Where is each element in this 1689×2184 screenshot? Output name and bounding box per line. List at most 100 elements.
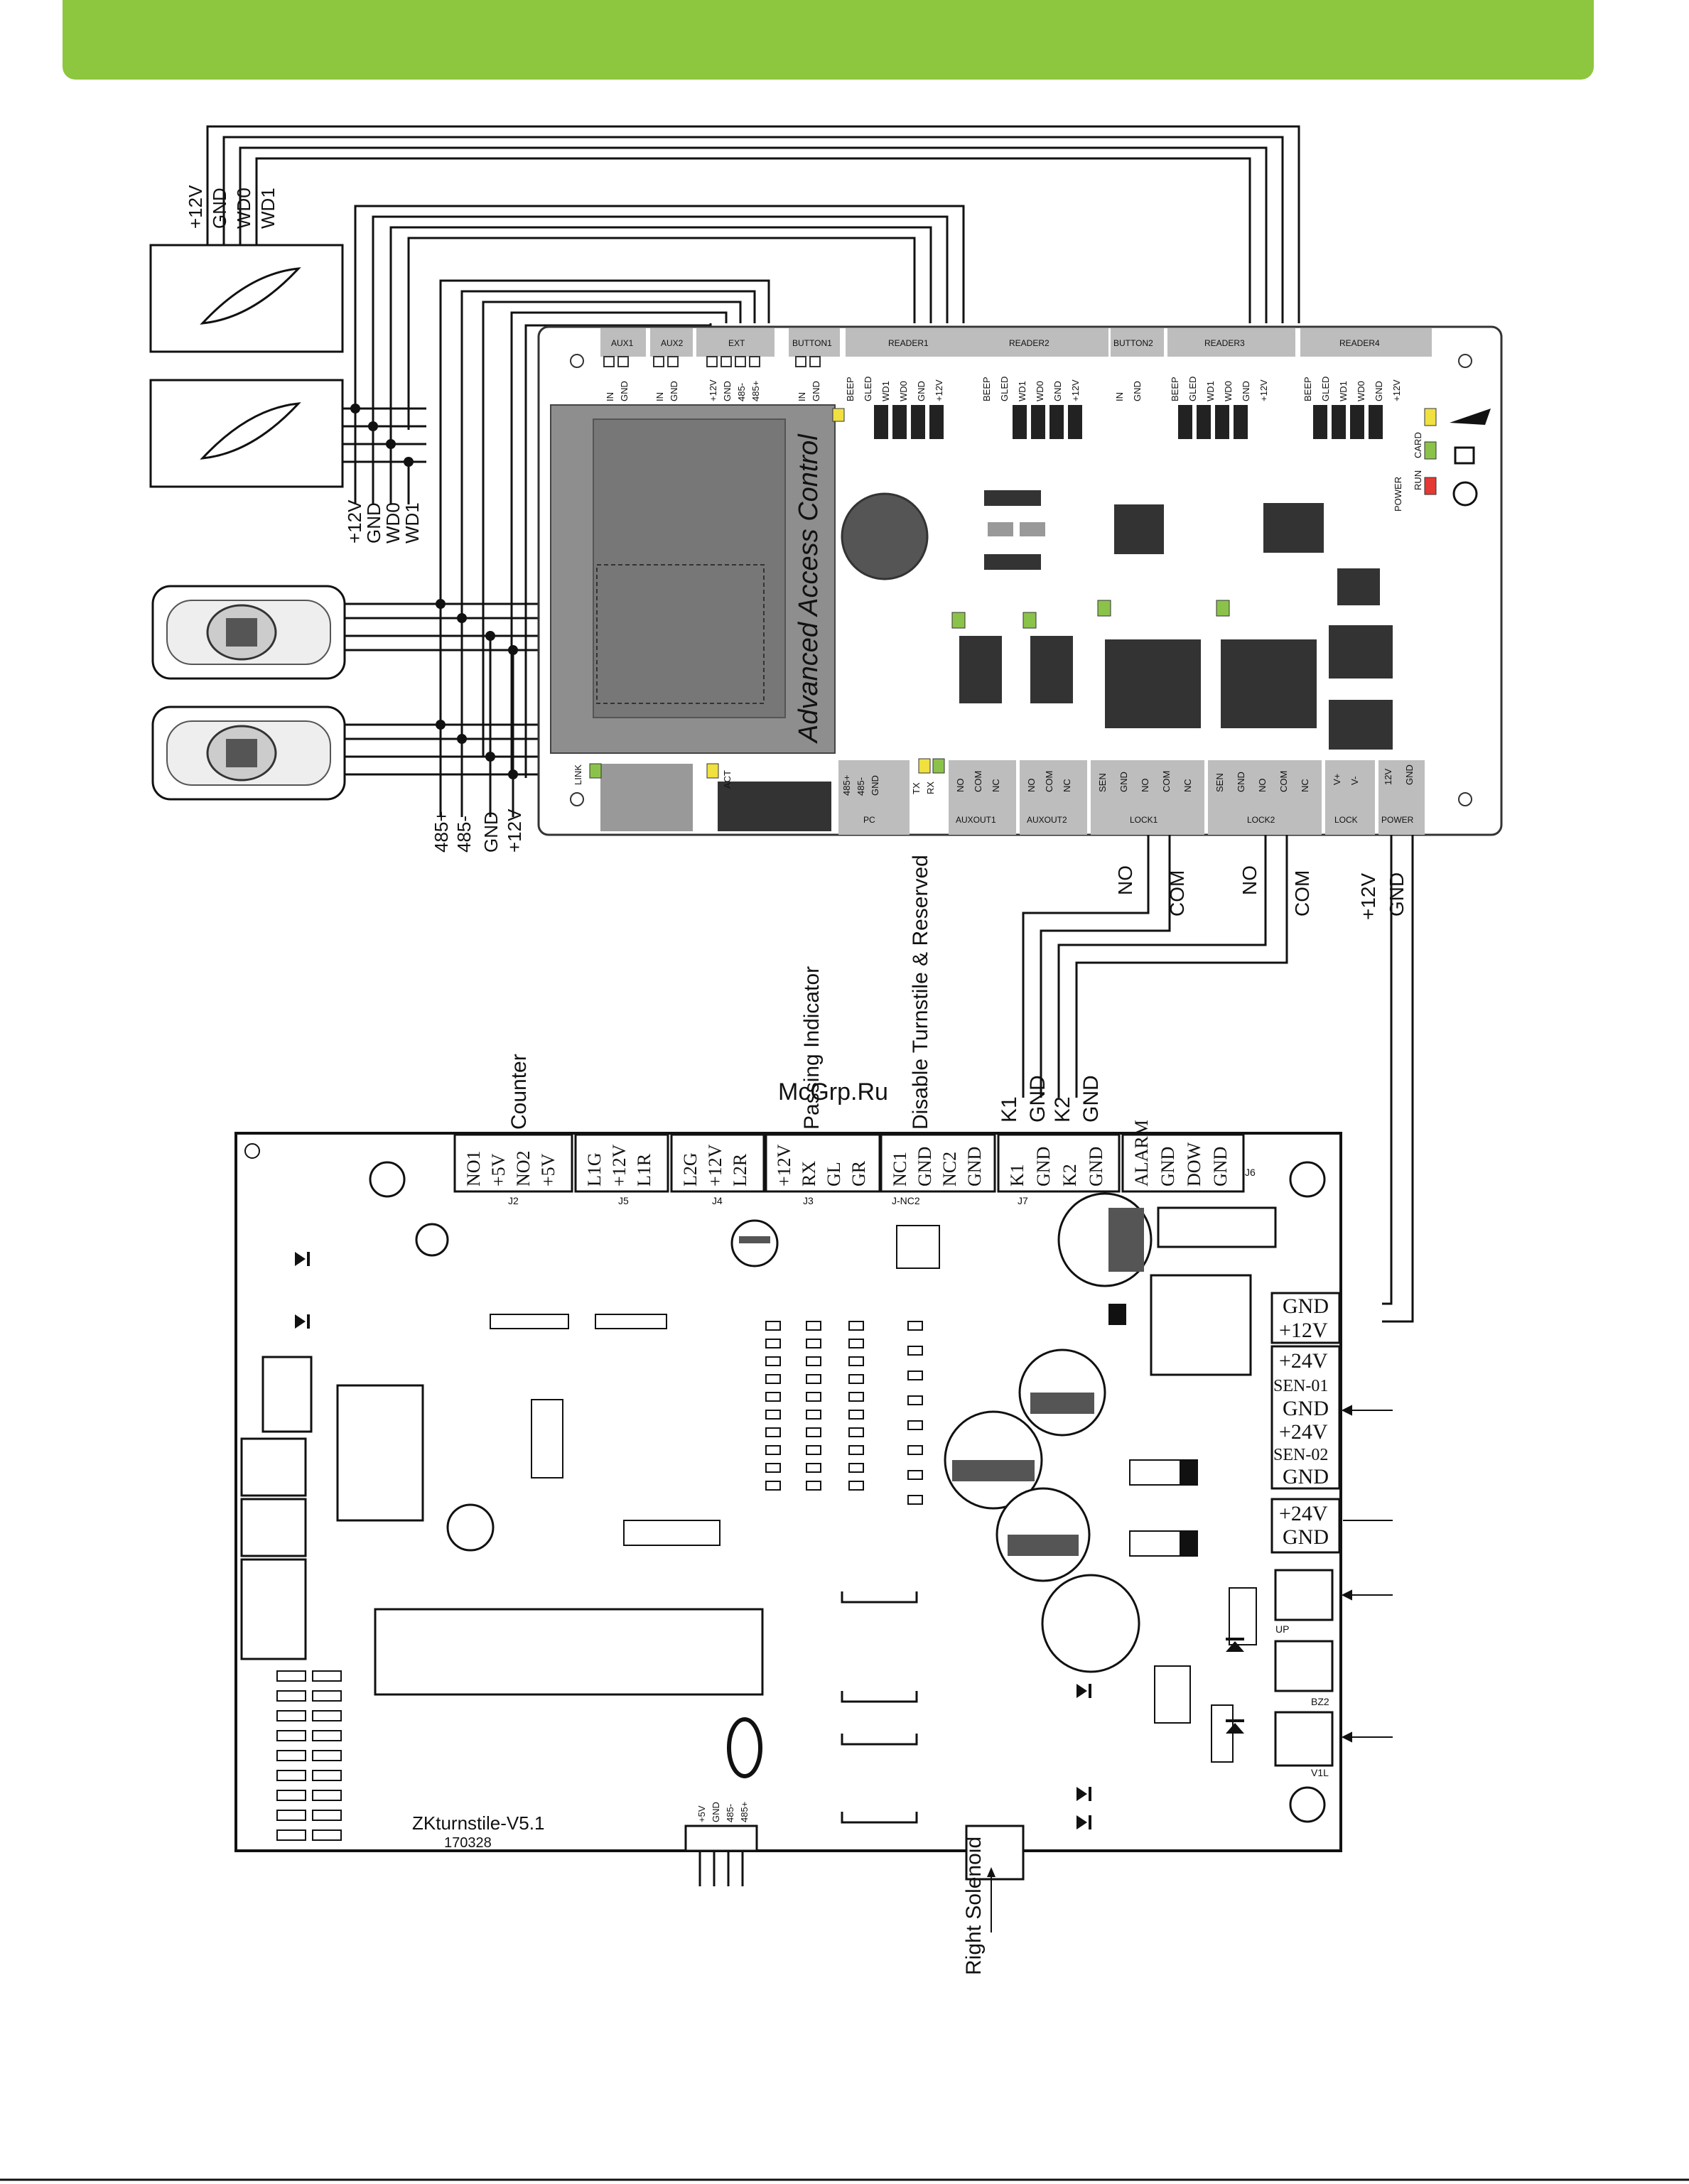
pin-r1-gled: GLED xyxy=(863,377,873,401)
pin-r1-wd1: WD1 xyxy=(880,381,891,401)
pin-l1-sen: SEN xyxy=(1097,773,1108,792)
j1-485m: 485- xyxy=(725,1804,735,1822)
pin-r3-wd0: WD0 xyxy=(1223,381,1234,401)
j7-gnd-a: GND xyxy=(1033,1147,1054,1186)
hdr-reader3: READER3 xyxy=(1204,338,1245,348)
pin-l2-no: NO xyxy=(1257,779,1268,793)
j3-gr: GR xyxy=(848,1160,869,1186)
pin-l1-no: NO xyxy=(1140,779,1150,793)
fingerprint-reader-1 xyxy=(151,585,346,680)
j6-alarm: ALARM xyxy=(1131,1120,1152,1186)
bus-gnd: GND xyxy=(480,811,502,853)
pin-aux2-gnd: GND xyxy=(669,381,679,401)
bus-12v: +12V xyxy=(504,809,525,853)
id-j4: J4 xyxy=(712,1195,723,1206)
hdr-lock: LOCK xyxy=(1334,815,1358,825)
pin-r3-gnd: GND xyxy=(1241,381,1251,401)
pin-r4-gnd: GND xyxy=(1374,381,1384,401)
pin-r2-beep: BEEP xyxy=(981,377,992,401)
pin-ao2-nc: NC xyxy=(1062,779,1072,792)
j2-5v-b: +5V xyxy=(538,1153,558,1186)
jnc2-gnd-a: GND xyxy=(914,1147,935,1186)
pin-r3-beep: BEEP xyxy=(1170,377,1180,401)
k-label-gnd2: GND xyxy=(1079,1075,1103,1123)
top-reader-wire-4: WD1 xyxy=(257,188,279,229)
pin-btn1-gnd: GND xyxy=(811,381,821,401)
j7-k1: K1 xyxy=(1007,1164,1027,1186)
j7-k2: K2 xyxy=(1059,1164,1080,1186)
port-up: UP xyxy=(1275,1623,1289,1635)
hdr-lock1: LOCK1 xyxy=(1130,815,1158,825)
j4-l2r: L2R xyxy=(730,1153,750,1186)
reader-wire-bundle xyxy=(206,125,1300,778)
watermark: McGrp.Ru xyxy=(778,1079,888,1105)
solenoid-label: Right Solenoid xyxy=(962,1837,986,1975)
pin-ext-gnd: GND xyxy=(722,381,733,401)
hdr-auxout1: AUXOUT1 xyxy=(956,815,996,825)
access-control-panel: AUX1 AUX2 EXT BUTTON1 READER1 READER2 BU… xyxy=(537,325,1503,836)
pin-r4-wd0: WD0 xyxy=(1356,381,1366,401)
pin-r2-gled: GLED xyxy=(999,377,1010,401)
j5-12v: +12V xyxy=(609,1144,630,1186)
pin-aux1-gnd: GND xyxy=(619,381,630,401)
bottom-reader-wire-3: WD0 xyxy=(382,502,404,544)
k-label-k1: K1 xyxy=(998,1096,1021,1123)
pin-r4-12v: +12V xyxy=(1391,379,1402,401)
pin-r4-beep: BEEP xyxy=(1302,377,1313,401)
board-model: ZKturnstile-V5.1 xyxy=(412,1812,544,1834)
hdr-auxout2: AUXOUT2 xyxy=(1027,815,1067,825)
pin-r3-wd1: WD1 xyxy=(1205,381,1216,401)
hdr-aux2: AUX2 xyxy=(661,338,684,348)
k-label-k2: K2 xyxy=(1051,1096,1074,1123)
pin-pc-485m: 485- xyxy=(856,777,866,796)
conn-no-1: NO xyxy=(1114,865,1136,895)
pin-ext-12v: +12V xyxy=(708,379,718,401)
bus-485-plus: 485+ xyxy=(431,811,452,853)
port-bz2: BZ2 xyxy=(1311,1696,1329,1707)
pin-r4-gled: GLED xyxy=(1320,377,1331,401)
pin-power-gnd: GND xyxy=(1404,764,1415,785)
label-link: LINK xyxy=(573,764,583,785)
board-date: 170328 xyxy=(444,1835,492,1851)
id-j7: J7 xyxy=(1018,1195,1028,1206)
hdr-aux1: AUX1 xyxy=(611,338,634,348)
pin-ao1-nc: NC xyxy=(991,779,1001,792)
pin-r1-wd0: WD0 xyxy=(898,381,909,401)
pin-btn2-in: IN xyxy=(1114,392,1125,401)
pin-btn2-gnd: GND xyxy=(1132,381,1143,401)
k-label-gnd1: GND xyxy=(1026,1075,1049,1123)
j6-gnd-b: GND xyxy=(1210,1147,1231,1186)
pin-ao1-no: NO xyxy=(955,779,966,793)
bus-485-minus: 485- xyxy=(453,816,475,853)
pin-pc-gnd: GND xyxy=(870,775,880,796)
title-passing-indicator: Passing Indicator xyxy=(800,966,824,1130)
pin-r2-wd0: WD0 xyxy=(1035,381,1045,401)
pin-power-12v: 12V xyxy=(1383,769,1393,785)
j3-12v: +12V xyxy=(774,1144,794,1186)
pin-lock-vm: V- xyxy=(1349,777,1360,785)
j10-24v: +24V xyxy=(1279,1502,1328,1525)
j5-l1r: L1R xyxy=(634,1153,654,1186)
pin-ao2-no: NO xyxy=(1026,779,1037,793)
title-disable-turnstile: Disable Turnstile & Reserved xyxy=(909,855,932,1130)
bottom-reader-wire-2: GND xyxy=(363,502,384,544)
top-reader-wire-1: +12V xyxy=(185,185,206,229)
pin-ao1-com: COM xyxy=(973,771,983,792)
j1-gnd: GND xyxy=(711,1802,721,1822)
hdr-button1: BUTTON1 xyxy=(792,338,832,348)
no-symbol-icon xyxy=(1452,481,1478,507)
bottom-reader-wire-4: WD1 xyxy=(401,502,423,544)
hdr-reader1: READER1 xyxy=(888,338,929,348)
j10-gnd: GND xyxy=(1283,1525,1329,1549)
pin-ext-485m: 485- xyxy=(736,383,747,401)
hdr-reader2: READER2 xyxy=(1009,338,1049,348)
recycle-bin-icon xyxy=(1454,446,1475,465)
conn-com-1: COM xyxy=(1166,870,1188,917)
j7-gnd-b: GND xyxy=(1086,1147,1106,1186)
warning-icon xyxy=(1450,409,1491,425)
id-jnc2: J-NC2 xyxy=(892,1195,920,1206)
solenoid-text: Right Solenoid xyxy=(962,1837,986,1975)
label-tx: TX xyxy=(911,782,922,794)
hdr-pc: PC xyxy=(863,815,875,825)
j3-rx: RX xyxy=(799,1161,819,1186)
